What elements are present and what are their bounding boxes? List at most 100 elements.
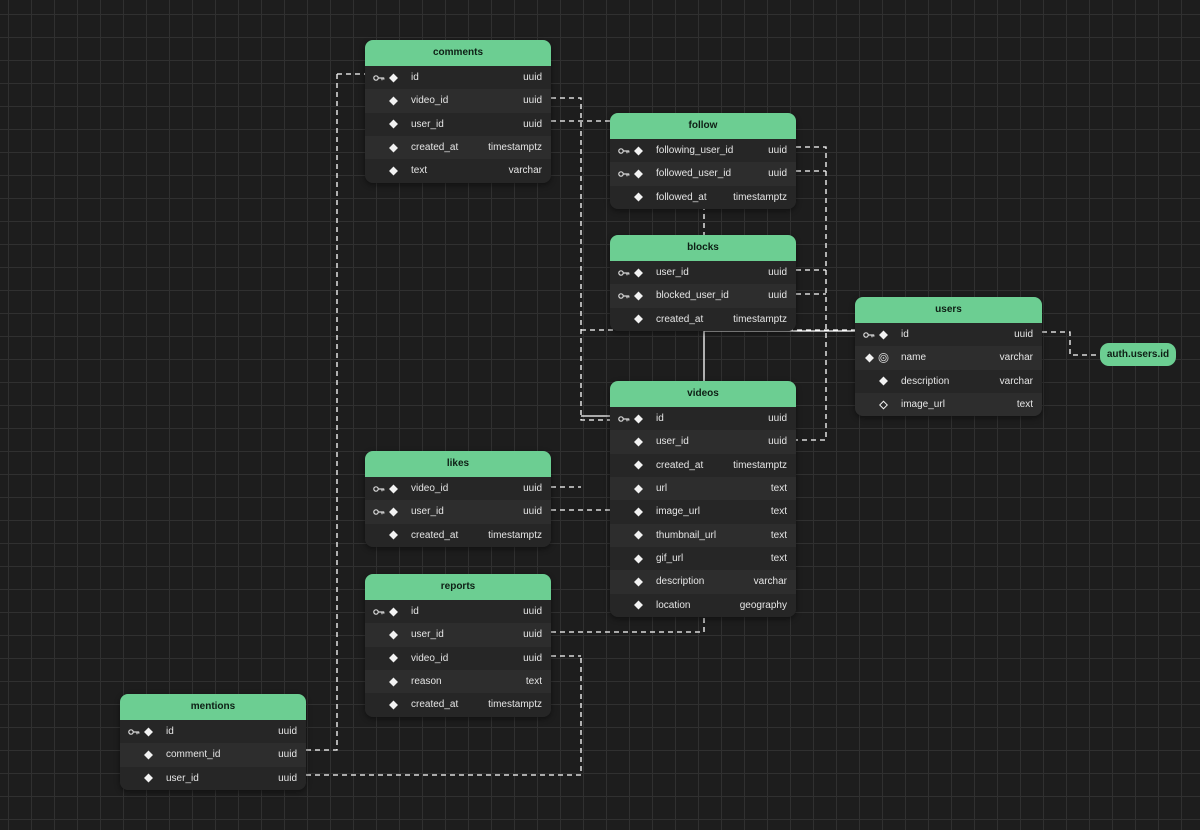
column-row-mentions-comment-id[interactable]: comment_id uuid xyxy=(120,743,306,767)
column-type: timestamptz xyxy=(733,191,787,203)
table-follow[interactable]: follow following_user_id uuid followed_u… xyxy=(610,113,796,209)
column-row-follow-following-user-id[interactable]: following_user_id uuid xyxy=(610,139,796,163)
column-row-comments-id[interactable]: id uuid xyxy=(365,66,551,90)
column-row-users-name[interactable]: name varchar xyxy=(855,346,1042,370)
column-row-videos-gif-url[interactable]: gif_url text xyxy=(610,546,796,571)
column-row-videos-thumbnail-url[interactable]: thumbnail_url text xyxy=(610,523,796,547)
column-name: text xyxy=(411,165,428,177)
column-type: text xyxy=(770,529,787,541)
column-row-likes-user-id[interactable]: user_id uuid xyxy=(365,500,551,524)
column-name: created_at xyxy=(411,142,459,154)
primary-key-icon xyxy=(618,147,630,154)
primary-key-icon xyxy=(373,485,385,492)
table-users[interactable]: users id uuid name varchar description v… xyxy=(855,297,1042,417)
not-null-diamond-icon xyxy=(634,314,643,324)
column-row-videos-user-id[interactable]: user_id uuid xyxy=(610,430,796,454)
table-blocks[interactable]: blocks user_id uuid blocked_user_id uuid… xyxy=(610,235,796,331)
column-icons xyxy=(365,500,411,523)
column-row-follow-followed-user-id[interactable]: followed_user_id uuid xyxy=(610,162,796,186)
column-icons xyxy=(365,136,411,159)
column-type: varchar xyxy=(999,375,1033,387)
column-icons xyxy=(610,308,656,331)
column-icons xyxy=(855,323,901,346)
column-icons xyxy=(365,159,411,182)
not-null-diamond-icon xyxy=(389,166,398,176)
column-row-videos-image-url[interactable]: image_url text xyxy=(610,500,796,524)
not-null-diamond-icon xyxy=(634,460,643,470)
table-videos[interactable]: videos id uuid user_id uuid created_at t… xyxy=(610,381,796,617)
column-row-reports-video-id[interactable]: video_id uuid xyxy=(365,646,551,670)
column-icons xyxy=(610,261,656,284)
column-type: uuid xyxy=(523,629,542,641)
column-name: video_id xyxy=(411,652,449,664)
column-name: name xyxy=(901,352,927,364)
column-type: timestamptz xyxy=(488,529,542,541)
column-type: uuid xyxy=(523,118,542,130)
column-row-comments-video-id[interactable]: video_id uuid xyxy=(365,89,551,113)
column-row-mentions-id[interactable]: id uuid xyxy=(120,720,306,744)
column-list: id uuid user_id uuid created_at timestam… xyxy=(610,407,796,617)
column-type: text xyxy=(1016,399,1033,411)
table-reports[interactable]: reports id uuid user_id uuid video_id uu… xyxy=(365,574,551,717)
relationship-line-dashed xyxy=(1042,331,1100,356)
column-icons xyxy=(365,113,411,136)
column-row-blocks-created-at[interactable]: created_at timestamptz xyxy=(610,307,796,331)
not-null-diamond-icon xyxy=(389,700,398,710)
column-row-comments-text[interactable]: text varchar xyxy=(365,159,551,183)
column-row-comments-user-id[interactable]: user_id uuid xyxy=(365,112,551,136)
column-row-users-image-url[interactable]: image_url text xyxy=(855,392,1042,417)
table-mentions[interactable]: mentions id uuid comment_id uuid user_id… xyxy=(120,694,306,790)
column-type: uuid xyxy=(768,145,787,157)
column-row-likes-created-at[interactable]: created_at timestamptz xyxy=(365,523,551,547)
column-row-videos-url[interactable]: url text xyxy=(610,476,796,501)
column-row-videos-location[interactable]: location geography xyxy=(610,593,796,617)
column-row-mentions-user-id[interactable]: user_id uuid xyxy=(120,766,306,790)
column-icons xyxy=(610,594,656,617)
column-row-reports-user-id[interactable]: user_id uuid xyxy=(365,623,551,647)
column-icons xyxy=(365,66,411,89)
column-icons xyxy=(120,767,166,790)
column-type: uuid xyxy=(523,95,542,107)
column-name: user_id xyxy=(411,629,444,641)
column-row-comments-created-at[interactable]: created_at timestamptz xyxy=(365,135,551,160)
not-null-diamond-icon xyxy=(389,143,398,153)
column-row-blocks-blocked-user-id[interactable]: blocked_user_id uuid xyxy=(610,284,796,308)
column-type: geography xyxy=(739,599,787,611)
column-row-videos-description[interactable]: description varchar xyxy=(610,570,796,594)
table-comments[interactable]: comments id uuid video_id uuid user_id u… xyxy=(365,40,551,183)
not-null-diamond-icon xyxy=(634,192,643,202)
external-reference-auth-users-id[interactable]: auth.users.id xyxy=(1100,343,1176,366)
column-type: uuid xyxy=(768,290,787,302)
column-type: uuid xyxy=(278,726,297,738)
column-row-likes-video-id[interactable]: video_id uuid xyxy=(365,477,551,501)
column-icons xyxy=(610,284,656,307)
column-type: timestamptz xyxy=(488,142,542,154)
column-type: uuid xyxy=(1014,329,1033,341)
column-row-reports-id[interactable]: id uuid xyxy=(365,600,551,624)
column-name: user_id xyxy=(166,772,199,784)
column-row-follow-followed-at[interactable]: followed_at timestamptz xyxy=(610,185,796,209)
column-row-videos-created-at[interactable]: created_at timestamptz xyxy=(610,453,796,477)
column-name: video_id xyxy=(411,483,449,495)
column-row-reports-created-at[interactable]: created_at timestamptz xyxy=(365,693,551,717)
column-row-blocks-user-id[interactable]: user_id uuid xyxy=(610,261,796,285)
relationship-line-dashed xyxy=(306,74,338,751)
column-icons xyxy=(610,162,656,185)
not-null-diamond-icon xyxy=(634,169,643,179)
primary-key-icon xyxy=(373,608,385,615)
column-icons xyxy=(610,407,656,430)
column-row-reports-reason[interactable]: reason text xyxy=(365,669,551,694)
column-row-users-description[interactable]: description varchar xyxy=(855,369,1042,393)
column-icons xyxy=(365,647,411,670)
table-name-mentions: mentions xyxy=(120,694,306,720)
column-list: video_id uuid user_id uuid created_at ti… xyxy=(365,477,551,547)
primary-key-icon xyxy=(373,74,385,81)
not-null-diamond-icon xyxy=(634,414,643,424)
table-likes[interactable]: likes video_id uuid user_id uuid created… xyxy=(365,451,551,547)
column-icons xyxy=(365,693,411,716)
column-type: uuid xyxy=(523,483,542,495)
column-row-users-id[interactable]: id uuid xyxy=(855,323,1042,347)
column-name: id xyxy=(901,329,909,341)
column-row-videos-id[interactable]: id uuid xyxy=(610,407,796,431)
